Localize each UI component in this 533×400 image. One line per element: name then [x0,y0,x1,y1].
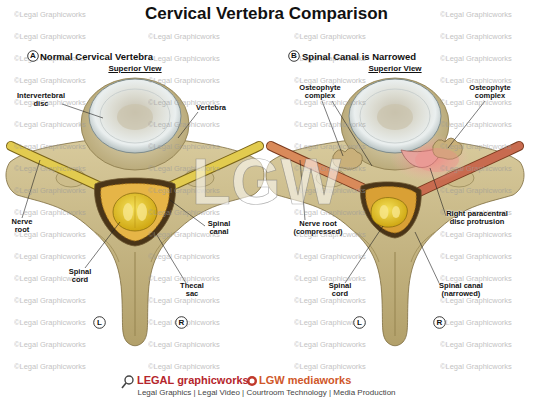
watermark: ©Legal Graphicworks [148,230,220,239]
watermark: ©Legal Graphicworks [440,164,512,173]
watermark: ©Legal Graphicworks [148,296,220,305]
watermark: ©Legal Graphicworks [294,296,366,305]
watermark: ©Legal Graphicworks [294,340,366,349]
panel-heading: Spinal Canal is Narrowed [302,51,416,62]
circle-letter: L [353,316,366,329]
part-label: Thecal sac [176,282,208,299]
watermark: ©Legal Graphicworks [148,32,220,41]
part-label: Intervertebral disc [12,92,70,109]
watermark-logo: LGW [0,150,533,214]
watermark: ©Legal Graphicworks [294,32,366,41]
watermark: ©Legal Graphicworks [14,164,86,173]
view-label: Superior View [345,64,445,73]
circled-letter: R [433,316,446,329]
view-label: Superior View [85,64,185,73]
watermark: ©Legal Graphicworks [148,76,220,85]
circle-letter: R [433,316,446,329]
watermark: ©Legal Graphicworks [148,252,220,261]
watermark: ©Legal Graphicworks [440,318,512,327]
circle-letter: A [27,50,39,62]
watermark: ©Legal Graphicworks [148,340,220,349]
watermark: ©Legal Graphicworks [440,340,512,349]
watermark: ©Legal Graphicworks [440,32,512,41]
circled-letter: R [175,316,188,329]
watermark: ©Legal Graphicworks [148,120,220,129]
watermark: ©Legal Graphicworks [14,120,86,129]
watermark: ©Legal Graphicworks [440,252,512,261]
watermark: ©Legal Graphicworks [14,208,86,217]
watermark: ©Legal Graphicworks [294,252,366,261]
watermark: ©Legal Graphicworks [440,54,512,63]
watermark: ©Legal Graphicworks [148,54,220,63]
watermark: ©Legal Graphicworks [440,120,512,129]
circled-letter: L [93,316,106,329]
tagline: Legal Graphics | Legal Video | Courtroom… [0,388,533,397]
watermark: ©Legal Graphicworks [440,230,512,239]
watermark: ©Legal Graphicworks [14,318,86,327]
watermark: ©Legal Graphicworks [14,32,86,41]
part-label: Spinal cord [64,268,96,285]
part-label: Nerve root (compressed) [292,220,344,237]
watermark: ©Legal Graphicworks [14,142,86,151]
watermark: ©Legal Graphicworks [14,186,86,195]
part-label: Right paracentral disc protrusion [444,210,510,227]
watermark: ©Legal Graphicworks [14,76,86,85]
watermark: ©Legal Graphicworks [440,142,512,151]
part-label: Spinal cord [324,282,356,299]
circled-letter: L [353,316,366,329]
watermark: ©Legal Graphicworks [14,252,86,261]
title: Cervical Vertebra Comparison [0,4,533,24]
watermark: ©Legal Graphicworks [294,362,366,371]
watermark: ©Legal Graphicworks [440,362,512,371]
watermark: ©Legal Graphicworks [294,120,366,129]
watermark: ©Legal Graphicworks [14,10,86,19]
watermark: ©Legal Graphicworks [440,10,512,19]
part-label: Spinal canal (narrowed) [436,282,486,299]
brand-name: LEGAL graphicworks [137,374,249,386]
part-label: Nerve root [6,218,38,235]
circle-letter: R [175,316,188,329]
watermark: ©Legal Graphicworks [148,362,220,371]
circled-letter: B [288,50,300,62]
watermark: ©Legal Graphicworks [14,362,86,371]
panel-heading: Normal Cervical Vertebra [40,51,153,62]
circle-letter: B [288,50,300,62]
circled-letter: A [27,50,39,62]
part-label: Vertebra [196,104,226,112]
part-label: Osteophyte complex [466,84,514,101]
watermark: ©Legal Graphicworks [14,296,86,305]
watermark: ©Legal Graphicworks [440,186,512,195]
part-label: Osteophyte complex [296,84,344,101]
brand-name: LGW mediaworks [259,374,351,386]
circle-letter: L [93,316,106,329]
part-label: Spinal canal [203,220,235,237]
watermark: ©Legal Graphicworks [14,340,86,349]
